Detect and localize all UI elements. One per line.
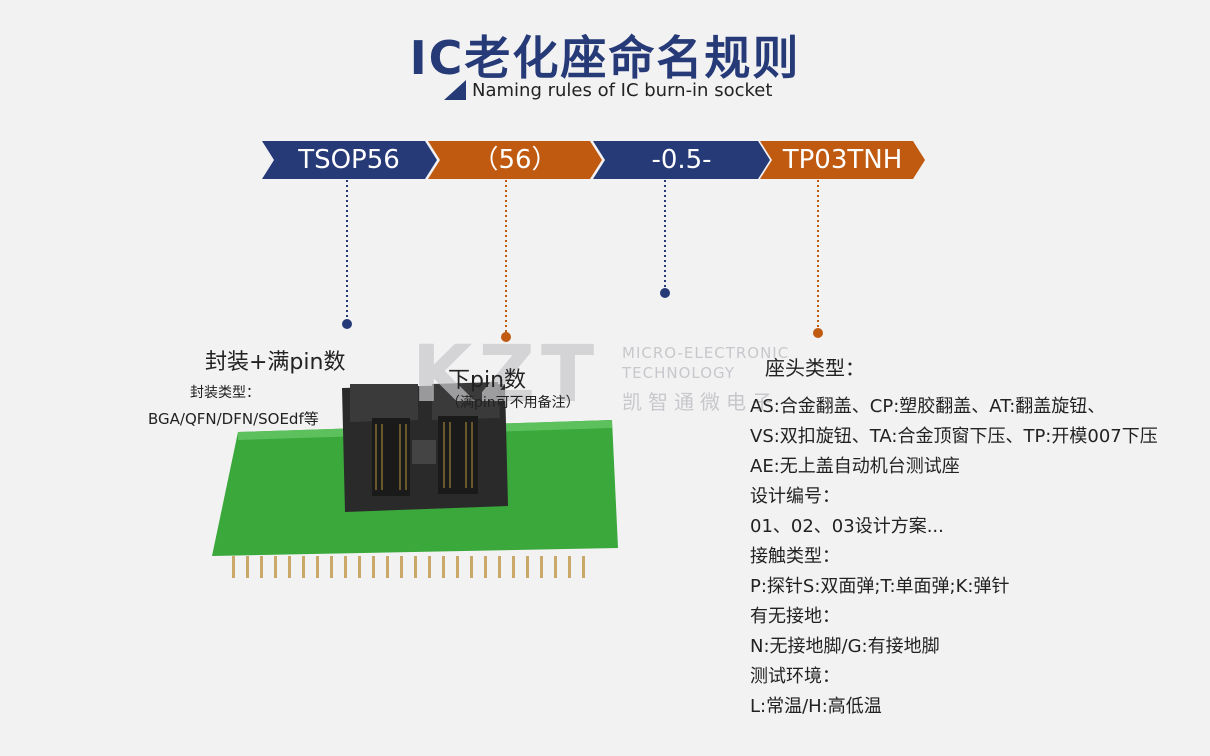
pin-label: 下pin数	[448, 368, 527, 393]
detail-line-9: N:无接地脚/G:有接地脚	[750, 636, 940, 657]
segment-1-chevron	[262, 141, 437, 179]
detail-line-8: 有无接地：	[750, 606, 840, 627]
head-label: 座头类型：	[765, 356, 865, 380]
pin-sub: （满pin可不用备注）	[446, 395, 580, 411]
detail-line-2: VS:双扣旋钮、TA:合金顶窗下压、TP:开模007下压	[750, 426, 1158, 447]
segment-4-text: TP03TNH	[782, 145, 903, 175]
segment-2-text: （56）	[472, 145, 558, 175]
connector-dot-2	[501, 332, 511, 342]
segment-1-text: TSOP56	[298, 145, 400, 175]
detail-line-3: AE:无上盖自动机台测试座	[750, 456, 960, 477]
page-subtitle: Naming rules of IC burn-in socket	[472, 80, 773, 101]
watermark-line-3: 凯智通微电子	[622, 390, 778, 414]
package-sub-2: BGA/QFN/DFN/SOEdf等	[148, 410, 319, 428]
connector-dot-3	[660, 288, 670, 298]
detail-line-11: L:常温/H:高低温	[750, 696, 882, 717]
detail-line-5: 01、02、03设计方案...	[750, 516, 944, 537]
watermark-logo: KZT	[412, 330, 601, 420]
segment-4-chevron	[760, 141, 925, 179]
detail-line-7: P:探针S:双面弹;T:单面弹;K:弹针	[750, 576, 1010, 597]
package-sub-1: 封装类型：	[190, 385, 260, 401]
detail-line-10: 测试环境：	[750, 666, 840, 687]
detail-line-1: AS:合金翻盖、CP:塑胶翻盖、AT:翻盖旋钮、	[750, 396, 1106, 417]
triangle-icon	[444, 80, 466, 100]
detail-line-6: 接触类型：	[750, 546, 840, 567]
watermark-line-2: TECHNOLOGY	[622, 364, 736, 382]
segment-2-chevron	[428, 141, 602, 179]
connector-dot-4	[813, 328, 823, 338]
socket-image	[212, 382, 618, 578]
page-title: IC老化座命名规则	[409, 31, 801, 85]
detail-line-4: 设计编号：	[750, 486, 840, 507]
segment-3-chevron	[593, 141, 770, 179]
segment-3-text: -0.5-	[651, 145, 712, 175]
package-label: 封装+满pin数	[205, 350, 346, 375]
watermark-line-1: MICRO-ELECTRONIC	[622, 344, 790, 362]
connector-dot-1	[342, 319, 352, 329]
